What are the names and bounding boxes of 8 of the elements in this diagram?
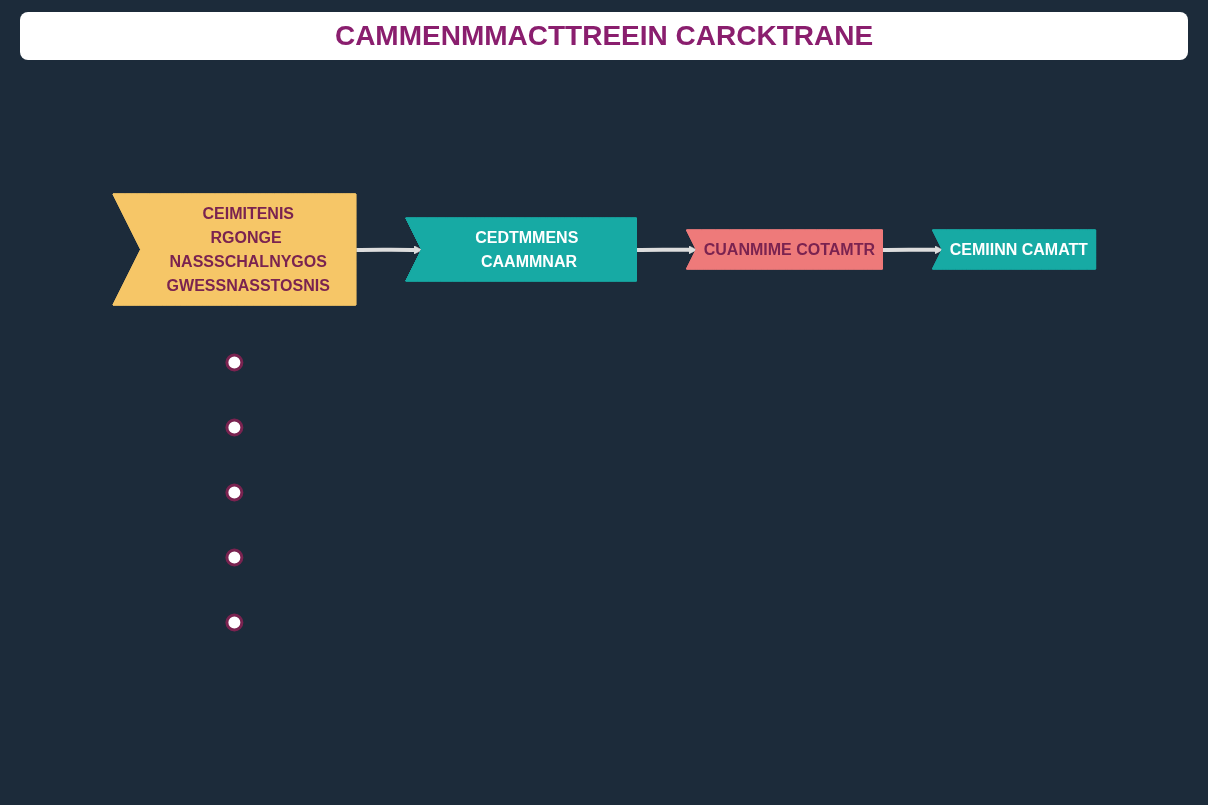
- node-person: [225, 613, 244, 632]
- node-person: [225, 548, 244, 567]
- diagram-title: CAMMENMMACTTREEIN CARCKTRANE: [20, 12, 1188, 60]
- node-person: [225, 483, 244, 502]
- node-person: [225, 353, 244, 372]
- node-person: [225, 418, 244, 437]
- arrow: [882, 245, 943, 255]
- arrow: [636, 245, 697, 255]
